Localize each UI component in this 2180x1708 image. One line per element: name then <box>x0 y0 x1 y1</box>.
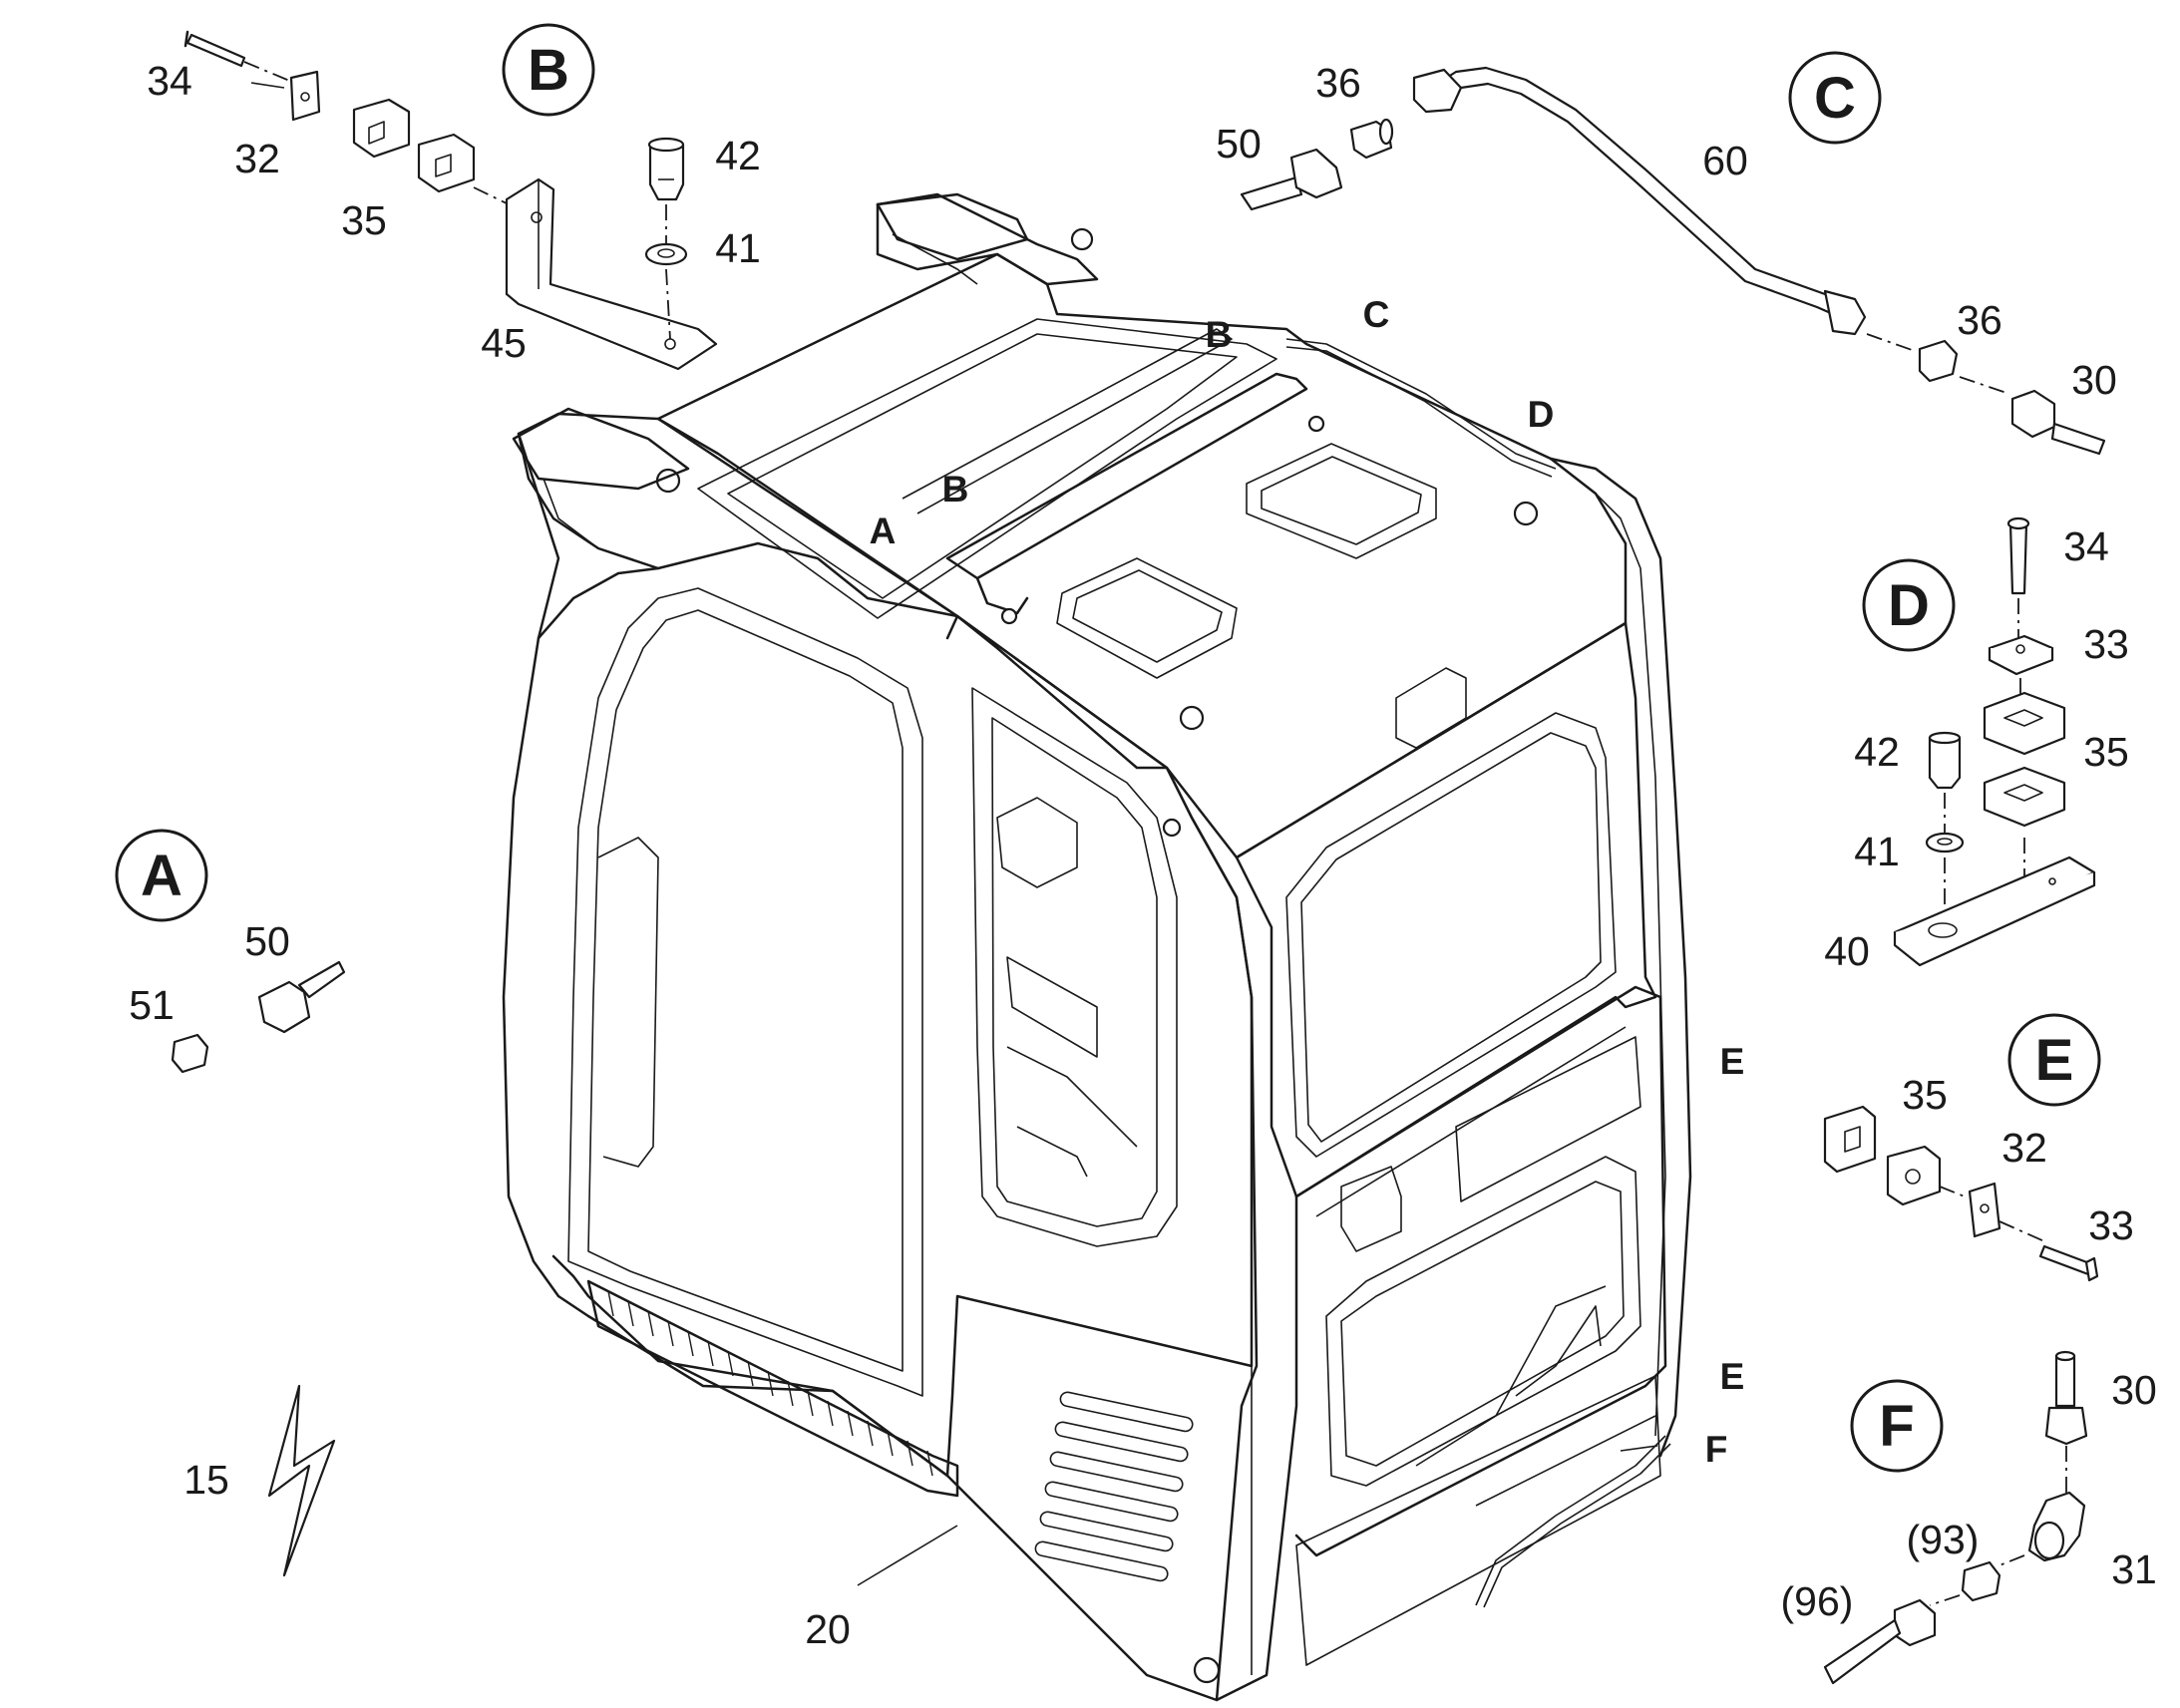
marker-e-lower: E <box>1720 1356 1745 1397</box>
detail-circle-a: A <box>115 829 208 922</box>
part-35-e: 35 <box>1902 1072 1948 1118</box>
marker-c: C <box>1363 294 1390 335</box>
detail-c-letter: C <box>1814 66 1856 131</box>
part-60: 60 <box>1702 138 1748 183</box>
part-32-b: 32 <box>234 136 280 181</box>
detail-c-parts <box>1240 66 2106 456</box>
part-96: (96) <box>1781 1578 1854 1624</box>
part-50-a: 50 <box>244 918 290 964</box>
marker-a: A <box>870 511 897 551</box>
detail-e-parts <box>1823 1105 2099 1282</box>
detail-circle-b: B <box>502 23 595 117</box>
part-45: 45 <box>481 320 527 366</box>
marker-b-mid: B <box>942 469 969 510</box>
part-20: 20 <box>805 1606 851 1652</box>
detail-f-letter: F <box>1879 1394 1914 1459</box>
detail-b-letter: B <box>528 38 569 103</box>
part-36-c2: 36 <box>1957 297 2002 343</box>
detail-b-parts <box>183 30 718 371</box>
part-41-b: 41 <box>715 225 761 271</box>
detail-circle-d: D <box>1862 558 1956 652</box>
detail-d-parts <box>1893 516 2096 967</box>
part-42-b: 42 <box>715 133 761 178</box>
leader-lines <box>250 82 1658 1586</box>
marker-b-top: B <box>1206 314 1233 355</box>
cab-assembly <box>502 192 1692 1702</box>
part-33-e: 33 <box>2088 1202 2134 1248</box>
detail-e-letter: E <box>2035 1028 2074 1093</box>
detail-circle-c: C <box>1788 51 1882 145</box>
detail-d-letter: D <box>1888 573 1930 638</box>
part-93: (93) <box>1907 1517 1980 1562</box>
marker-e-upper: E <box>1720 1041 1745 1082</box>
part-42-d: 42 <box>1854 729 1900 775</box>
lightning-bolt-icon <box>267 1384 336 1577</box>
part-30-f: 30 <box>2111 1367 2157 1413</box>
part-41-d: 41 <box>1854 829 1900 874</box>
part-31: 31 <box>2111 1546 2157 1592</box>
part-40: 40 <box>1824 928 1870 974</box>
part-36-c1: 36 <box>1315 60 1361 106</box>
part-35-d: 35 <box>2083 729 2129 775</box>
detail-a-parts <box>171 960 346 1074</box>
part-15: 15 <box>183 1457 229 1503</box>
door-vent-slots <box>1034 1391 1194 1582</box>
part-32-e: 32 <box>2001 1125 2047 1171</box>
part-35-b: 35 <box>341 197 387 243</box>
part-51: 51 <box>129 982 175 1028</box>
part-33-d: 33 <box>2083 621 2129 667</box>
detail-circle-f: F <box>1850 1379 1944 1473</box>
part-34-b: 34 <box>147 58 192 104</box>
detail-a-letter: A <box>141 844 182 908</box>
floor-mat-hatching <box>607 1290 933 1477</box>
detail-f-parts <box>1823 1350 2088 1685</box>
part-34-d: 34 <box>2063 523 2109 569</box>
marker-d: D <box>1528 394 1555 435</box>
part-50-c: 50 <box>1216 121 1262 167</box>
marker-f: F <box>1705 1429 1728 1470</box>
detail-circle-e: E <box>2007 1013 2101 1107</box>
part-30-c: 30 <box>2071 357 2117 403</box>
